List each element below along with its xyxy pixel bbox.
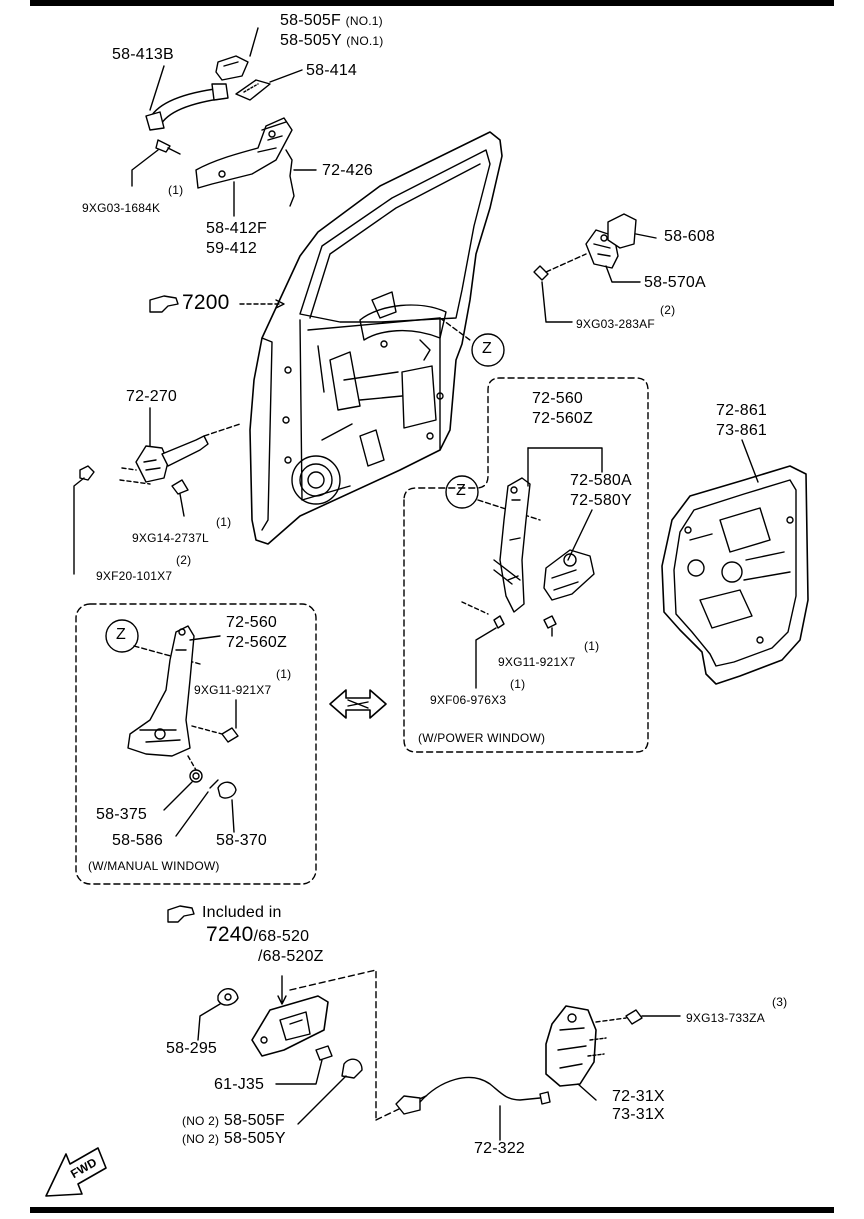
screw-61-j35 <box>315 1045 333 1061</box>
label-72-426: 72-426 <box>322 162 374 179</box>
nut-9xf20-101x7 <box>79 465 95 481</box>
label-58-375: 58-375 <box>96 806 148 823</box>
label-72-560-pw: 72-560 <box>532 390 584 407</box>
clip-58-586 <box>209 779 219 789</box>
z-callout-pw <box>445 475 479 509</box>
door-check-72-270 <box>119 423 241 485</box>
bolt-9xg14-2737l <box>171 479 189 495</box>
handle-58-370 <box>217 781 237 799</box>
label-58-414: 58-414 <box>306 62 358 79</box>
gasket-58-414 <box>235 79 271 101</box>
label-73-861: 73-861 <box>716 422 768 439</box>
cap-58-505f-no2 <box>341 1058 363 1079</box>
label-73-31x: 73-31X <box>612 1106 665 1123</box>
bolt-9xg03-1684k <box>155 139 181 155</box>
label-9xg13-733za: 9XG13-733ZA <box>686 1011 765 1025</box>
label-72-560z-mw: 72-560Z <box>226 634 287 651</box>
z-letter-pw: Z <box>456 482 466 499</box>
washer-58-375 <box>189 769 203 783</box>
label-72-580y: 72-580Y <box>570 492 632 509</box>
label-7200: 7200 <box>182 291 230 314</box>
grommet-58-295 <box>217 988 239 1006</box>
fwd-arrow-icon <box>45 1147 107 1197</box>
label-72-580a: 72-580A <box>570 472 632 489</box>
label-58-412f: 58-412F <box>206 220 267 237</box>
top-border <box>30 0 834 6</box>
rod-72-426 <box>285 149 295 207</box>
label-58-413b: 58-413B <box>112 46 174 63</box>
label-qty-2737l: (1) <box>216 515 232 529</box>
bottom-border <box>30 1207 834 1213</box>
screw-9xg03-283af <box>533 265 549 281</box>
bolt-9xf06-976x3 <box>493 615 505 629</box>
door-latch-72-31x <box>545 1005 607 1087</box>
label-61-j35: 61-J35 <box>214 1076 265 1093</box>
label-qty-921x7-mw: (1) <box>276 667 292 681</box>
label-58-295: 58-295 <box>166 1040 218 1057</box>
label-9xg03-1684k: 9XG03-1684K <box>82 201 161 215</box>
label-9xg11-921x7-pw: 9XG11-921X7 <box>498 655 576 669</box>
z-callout-mw <box>105 619 139 653</box>
label-72-560-mw: 72-560 <box>226 614 278 631</box>
label-72-560z-pw: 72-560Z <box>532 410 593 427</box>
cable-72-322 <box>395 1076 551 1115</box>
handle-bracket-58-412f <box>195 117 293 189</box>
label-qty-283af: (2) <box>660 303 676 317</box>
label-included-in: Included in <box>202 904 282 921</box>
label-58-370: 58-370 <box>216 832 268 849</box>
label-58-505y-no2: (NO 2) 58-505Y <box>182 1130 286 1147</box>
label-9xf06-976x3: 9XF06-976X3 <box>430 693 507 707</box>
label-58-586: 58-586 <box>112 832 164 849</box>
plate-58-608 <box>607 213 637 249</box>
manual-window-box <box>75 603 317 885</box>
label-qty-1684k: (1) <box>168 183 184 197</box>
label-59-412: 59-412 <box>206 240 258 257</box>
label-9xf20-101x7: 9XF20-101X7 <box>96 569 173 583</box>
label-72-322: 72-322 <box>474 1140 526 1157</box>
label-qty-101x7: (2) <box>176 553 192 567</box>
label-9xg14-2737l: 9XG14-2737L <box>132 531 209 545</box>
handle-cap-58-505f <box>215 55 249 81</box>
label-9xg03-283af: 9XG03-283AF <box>576 317 655 331</box>
label-58-608: 58-608 <box>664 228 716 245</box>
caption-power-window: (W/POWER WINDOW) <box>418 731 546 745</box>
power-window-box <box>403 377 649 753</box>
z-letter-mw: Z <box>116 626 126 643</box>
regulator-power-72-560 <box>493 477 531 613</box>
label-72-270: 72-270 <box>126 388 178 405</box>
double-arrow <box>329 689 387 719</box>
label-qty-976x3: (1) <box>510 677 526 691</box>
bolt-9xg11-921x7-mw <box>221 727 239 743</box>
label-9xg11-921x7-mw: 9XG11-921X7 <box>194 683 272 697</box>
z-callout-main <box>471 333 505 367</box>
z-letter-main: Z <box>482 340 492 357</box>
caption-manual-window: (W/MANUAL WINDOW) <box>88 859 220 873</box>
label-7240-group: 7240/68-520 <box>206 923 310 946</box>
label-58-570a: 58-570A <box>644 274 706 291</box>
window-motor-72-580a <box>543 549 595 601</box>
label-72-31x: 72-31X <box>612 1088 665 1105</box>
label-58-505f-no2: (NO 2) 58-505F <box>182 1112 285 1129</box>
hand-icon-included <box>167 905 195 923</box>
regulator-manual-72-560 <box>127 625 195 757</box>
label-58-505f-no1: 58-505F (NO.1) <box>280 12 383 29</box>
hand-icon-7200 <box>149 295 179 313</box>
outer-handle-58-413b <box>145 83 229 131</box>
screw-9xg13-733za <box>625 1009 643 1025</box>
label-qty-733za: (3) <box>772 995 788 1009</box>
bolt-9xg11-921x7-pw <box>543 615 557 629</box>
door-shell <box>249 131 503 545</box>
label-qty-921x7-pw: (1) <box>584 639 600 653</box>
label-58-505y-no1: 58-505Y (NO.1) <box>280 32 384 49</box>
label-68-520z: /68-520Z <box>258 948 324 965</box>
label-72-861: 72-861 <box>716 402 768 419</box>
inner-handle-7240 <box>251 995 329 1057</box>
door-panel-72-861 <box>661 465 809 685</box>
